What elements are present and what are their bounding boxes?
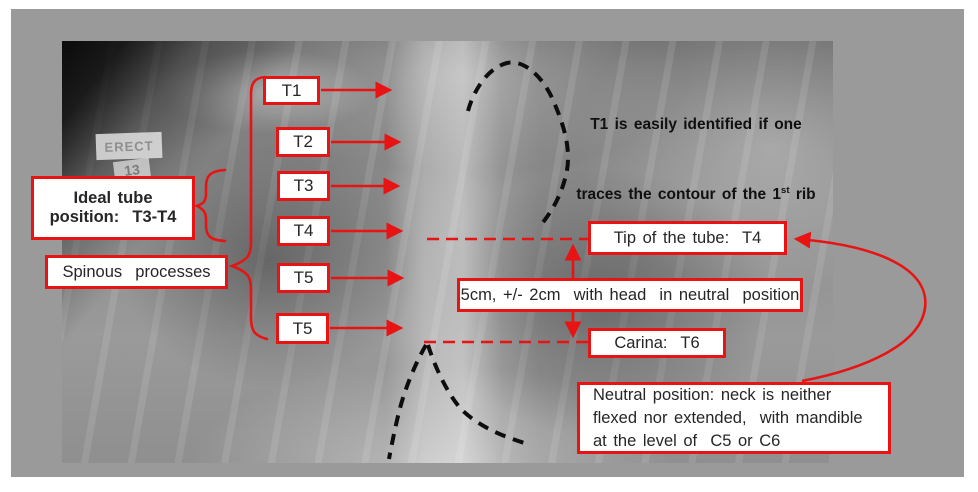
tip-of-tube-callout: Tip of the tube: T4 xyxy=(588,221,787,255)
spinous-processes-callout: Spinous processes xyxy=(45,255,228,289)
ideal-tube-line1: Ideal tube xyxy=(73,189,153,207)
neutral-line2: flexed nor extended, with mandible xyxy=(593,408,863,427)
vertebra-label-t6: T5 xyxy=(276,313,329,344)
vertebra-label-t4: T4 xyxy=(277,216,330,246)
superscript-st: st xyxy=(781,185,790,196)
ideal-tube-line2: position: T3-T4 xyxy=(49,208,177,226)
vertebra-label-t3: T3 xyxy=(277,171,330,201)
distance-callout: 5cm, +/- 2cm with head in neutral positi… xyxy=(457,278,803,312)
vertebra-label-t1: T1 xyxy=(263,76,320,105)
first-rib-note-line1: T1 is easily identified if one xyxy=(590,116,802,133)
carina-callout: Carina: T6 xyxy=(588,328,726,358)
neutral-position-callout: Neutral position: neck is neither flexed… xyxy=(577,382,891,454)
neutral-line3: at the level of C5 or C6 xyxy=(593,431,781,450)
first-rib-note: T1 is easily identified if one traces th… xyxy=(558,70,834,250)
ideal-tube-position-callout: Ideal tube position: T3-T4 xyxy=(31,176,195,240)
vertebra-label-t5: T5 xyxy=(277,263,330,293)
first-rib-note-line2: traces the contour of the 1st rib xyxy=(576,185,816,204)
neutral-line1: Neutral position: neck is neither xyxy=(593,385,832,404)
erect-position-marker: ERECT xyxy=(95,131,163,161)
vertebra-label-t2: T2 xyxy=(276,127,330,157)
